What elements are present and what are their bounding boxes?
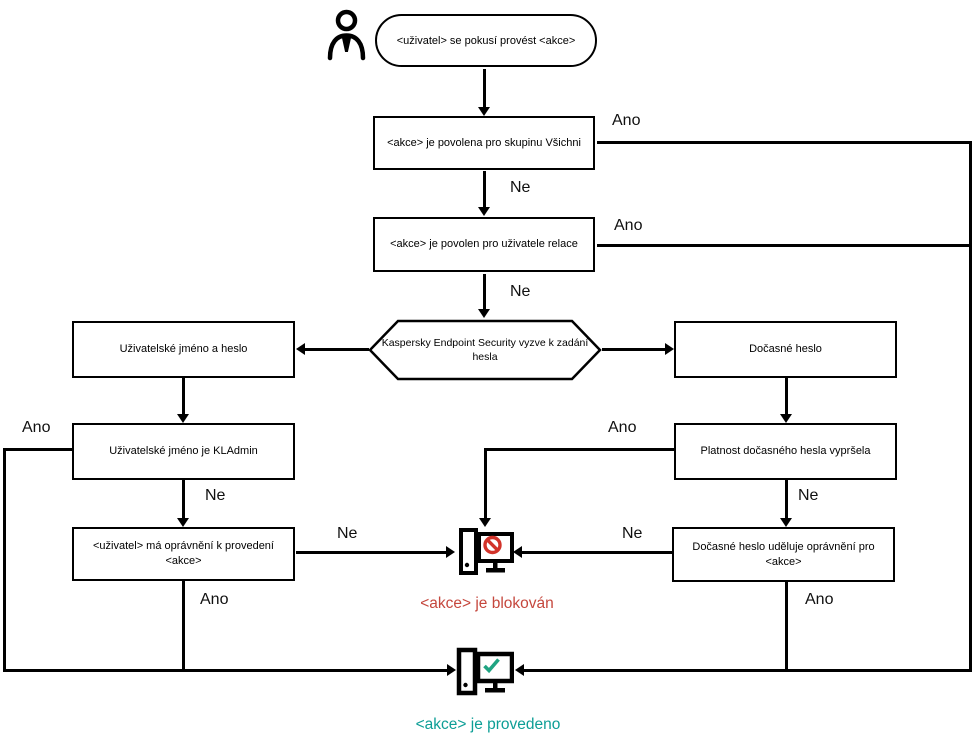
result-blocked-label: <akce> je blokován — [420, 595, 554, 612]
flow-line — [182, 378, 185, 415]
result-done-label: <akce> je provedeno — [415, 716, 561, 733]
arrowhead-down — [177, 414, 189, 423]
node-temp-password-expired: Platnost dočasného hesla vypršela — [674, 423, 897, 480]
node-label: Kaspersky Endpoint Security vyzve k zadá… — [381, 336, 589, 363]
arrowhead-right — [447, 664, 456, 676]
flow-line — [182, 480, 185, 519]
person-icon — [326, 8, 367, 68]
arrowhead-left — [515, 664, 524, 676]
edge-label-ano-permission: Ano — [200, 591, 229, 608]
edge-label-ano-2: Ano — [614, 217, 643, 234]
arrowhead-left — [296, 343, 305, 355]
flow-line — [521, 551, 672, 554]
flow-line — [4, 448, 72, 451]
edge-label-ano-grants: Ano — [805, 591, 834, 608]
flow-line — [486, 448, 674, 451]
edge-label-ne-expired: Ne — [798, 487, 819, 504]
flow-line — [3, 669, 449, 672]
edge-label-ano-1: Ano — [612, 112, 641, 129]
edge-label-ne-1: Ne — [510, 179, 531, 196]
arrowhead-down — [478, 107, 490, 116]
node-label: <akce> je povolena pro skupinu Všichni — [387, 136, 581, 149]
node-label: Platnost dočasného hesla vypršela — [700, 445, 871, 458]
flow-line — [597, 141, 971, 144]
arrowhead-down — [780, 414, 792, 423]
edge-label-ne-kladmin: Ne — [205, 487, 226, 504]
node-temp-password-grants: Dočasné heslo uděluje oprávnění pro <akc… — [672, 527, 895, 582]
arrowhead-right — [665, 343, 674, 355]
flow-line — [483, 69, 486, 109]
computer-success-icon — [456, 647, 515, 704]
edge-label-ne-permission: Ne — [337, 525, 358, 542]
arrowhead-down — [478, 207, 490, 216]
flow-line — [483, 171, 486, 208]
flow-line — [3, 448, 6, 671]
edge-label-ne-grants: Ne — [622, 525, 643, 542]
node-action-allowed-session: <akce> je povolen pro uživatele relace — [373, 217, 595, 272]
flow-line — [523, 669, 971, 672]
start-node-label: <uživatel> se pokusí provést <akce> — [396, 34, 576, 47]
arrowhead-down — [780, 518, 792, 527]
node-label: <akce> je povolen pro uživatele relace — [390, 238, 578, 251]
flow-line — [484, 448, 487, 520]
node-label: <uživatel> má oprávnění k provedení <akc… — [92, 540, 274, 567]
node-label: Uživatelské jméno je KLAdmin — [109, 445, 258, 458]
flow-line — [785, 582, 788, 671]
node-action-allowed-group: <akce> je povolena pro skupinu Všichni — [373, 116, 595, 170]
start-node: <uživatel> se pokusí provést <akce> — [375, 14, 597, 67]
flow-line — [969, 141, 972, 672]
edge-label-ano-expired: Ano — [608, 419, 637, 436]
arrowhead-left — [513, 546, 522, 558]
flow-line — [296, 551, 446, 554]
arrowhead-down — [479, 518, 491, 527]
arrowhead-down — [478, 309, 490, 318]
node-label: Dočasné heslo — [749, 343, 822, 356]
node-user-has-permission: <uživatel> má oprávnění k provedení <akc… — [72, 527, 295, 581]
arrowhead-right — [446, 546, 455, 558]
flow-line — [597, 244, 971, 247]
edge-label-ano-kladmin: Ano — [22, 419, 51, 436]
computer-blocked-icon — [458, 527, 514, 584]
node-username-password: Uživatelské jméno a heslo — [72, 321, 295, 378]
edge-label-ne-2: Ne — [510, 283, 531, 300]
node-label: Uživatelské jméno a heslo — [119, 343, 248, 356]
flow-line — [303, 348, 369, 351]
flow-line — [785, 480, 788, 519]
flow-line — [785, 378, 788, 415]
arrowhead-down — [177, 518, 189, 527]
node-temporary-password: Dočasné heslo — [674, 321, 897, 378]
flow-line — [602, 348, 666, 351]
node-username-kladmin: Uživatelské jméno je KLAdmin — [72, 423, 295, 480]
node-label: Dočasné heslo uděluje oprávnění pro <akc… — [692, 540, 875, 568]
node-password-prompt: Kaspersky Endpoint Security vyzve k zadá… — [368, 318, 602, 387]
flow-line — [182, 581, 185, 671]
flow-line — [483, 274, 486, 310]
